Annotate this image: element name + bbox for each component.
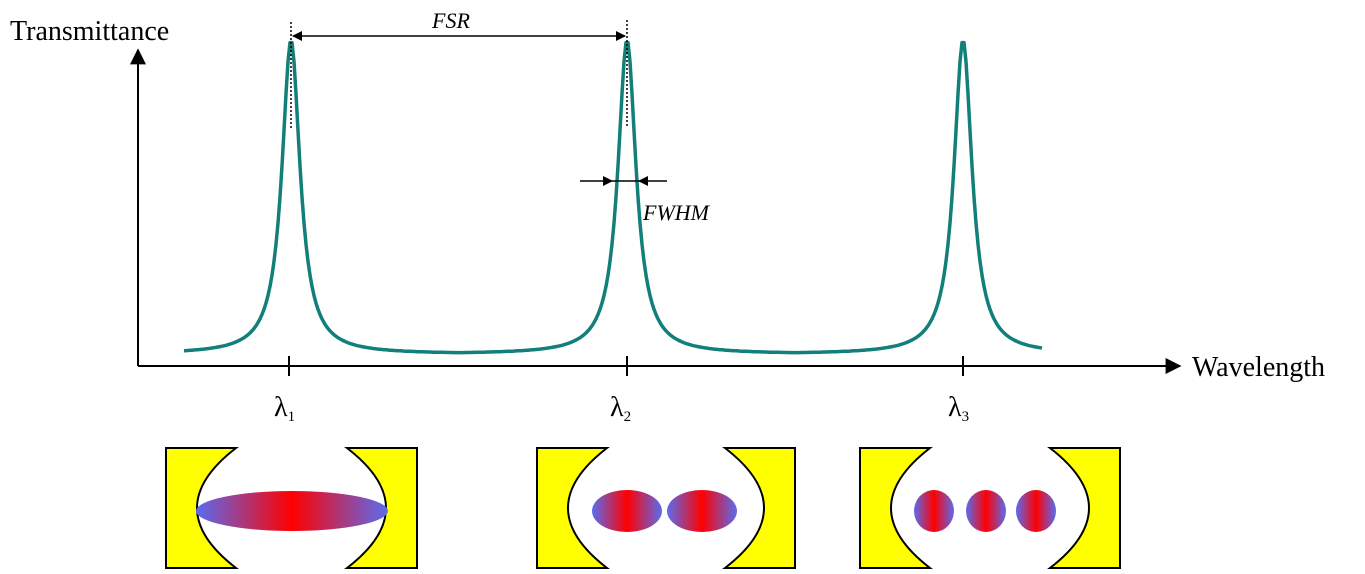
cavity-3 xyxy=(859,447,1121,569)
x-axis-label: Wavelength xyxy=(1192,352,1325,383)
tick-label-lambda-2: λ2 xyxy=(610,392,631,425)
tick-label-lambda-1: λ1 xyxy=(274,392,295,425)
cavity-2-mode-2 xyxy=(667,490,737,532)
cavity-3-right-mirror xyxy=(1047,447,1121,569)
cavity-2-right-mirror xyxy=(722,447,796,569)
y-axis-label: Transmittance xyxy=(10,16,169,47)
cavity-3-left-mirror xyxy=(859,447,933,569)
cavity-2 xyxy=(536,447,796,569)
tick-label-lambda-3: λ3 xyxy=(948,392,969,425)
fsr-label: FSR xyxy=(431,8,470,33)
cavity-3-mode-2 xyxy=(966,490,1006,532)
cavity-2-left-mirror xyxy=(536,447,610,569)
cavity-2-mode-1 xyxy=(592,490,662,532)
cavity-3-mode-1 xyxy=(914,490,954,532)
cavity-1-mode xyxy=(196,491,388,531)
transmission-curve xyxy=(183,40,1043,355)
cavity-3-mode-3 xyxy=(1016,490,1056,532)
fwhm-label: FWHM xyxy=(642,200,711,225)
cavity-1 xyxy=(165,447,418,569)
